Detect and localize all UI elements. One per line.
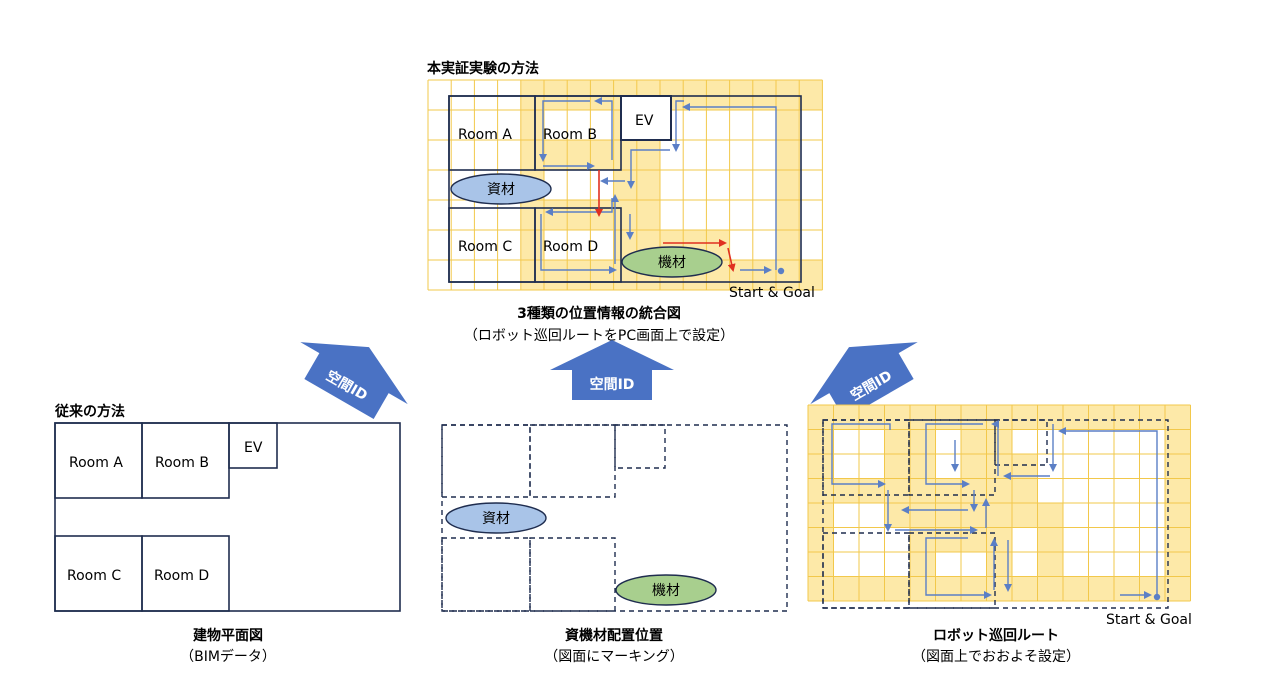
floor-plan-subtitle: （BIMデータ）: [180, 648, 276, 665]
right-patrol-route: [831, 420, 1158, 599]
top-highlight-cell: [776, 80, 800, 290]
left-ev-label: EV: [244, 440, 263, 456]
robot-route-subtitle: （図面上でおおよそ設定）: [912, 649, 1080, 665]
top-start-point: [777, 267, 785, 275]
middle-room-a-wall: [441, 424, 531, 498]
left-room-c-label: Room C: [67, 568, 121, 584]
right-highlight-cell: [1012, 454, 1038, 528]
top-machinery-label: 機材: [658, 255, 686, 271]
top-room-d-label: Room D: [543, 239, 598, 255]
robot-route-panel: Start & Goal ロボット巡回ルート （図面上でおおよそ設定）: [807, 404, 1192, 665]
top-highlight-cell: [520, 200, 637, 230]
middle-machinery-label: 機材: [652, 583, 680, 599]
middle-ev-wall: [614, 424, 666, 469]
floor-plan-title: 建物平面図: [193, 627, 263, 644]
middle-room-c-wall: [441, 537, 531, 612]
top-patrol-route: [539, 97, 777, 274]
right-grid-highlight: [808, 405, 1191, 601]
top-red-route: [595, 170, 736, 272]
top-materials-label: 資材: [487, 182, 515, 198]
right-grid: [807, 404, 1191, 602]
middle-room-b-wall: [529, 424, 616, 498]
spatial-id-label-middle: 空間ID: [590, 376, 635, 393]
equipment-position-title: 資機材配置位置: [565, 627, 663, 644]
robot-route-title: ロボット巡回ルート: [933, 628, 1059, 644]
top-materials-marker: [450, 173, 552, 205]
top-room-b-label: Room B: [543, 127, 597, 143]
middle-room-d-wall: [529, 537, 616, 612]
right-start-goal-label: Start & Goal: [1106, 612, 1192, 628]
top-machinery-marker: [621, 246, 723, 278]
top-room-c-label: Room C: [458, 239, 512, 255]
integrated-subtitle: （ロボット巡回ルートをPC画面上で設定）: [464, 328, 734, 344]
integrated-map-panel: 本実証実験の方法 Room A Room B EV Room C Room D: [427, 60, 823, 344]
top-ev-fill: [622, 97, 670, 139]
left-room-d-label: Room D: [154, 568, 209, 584]
top-ev-label: EV: [635, 113, 654, 129]
top-highlight-cell: [636, 140, 660, 230]
top-ev-wall: [620, 95, 672, 141]
middle-dashed-walls: [441, 424, 788, 612]
right-start-point: [1153, 593, 1161, 601]
integrated-heading: 本実証実験の方法: [427, 60, 539, 77]
equipment-position-panel: 資材 機材 資機材配置位置 （図面にマーキング）: [441, 424, 788, 665]
left-ev-wall: [228, 422, 278, 469]
left-room-b-label: Room B: [155, 455, 209, 471]
integrated-title: 3種類の位置情報の統合図: [517, 305, 681, 322]
conventional-heading: 従来の方法: [54, 403, 125, 420]
middle-machinery-marker: [615, 574, 717, 606]
middle-materials-label: 資材: [482, 511, 510, 527]
spatial-id-arrow-left: 空間ID: [300, 342, 408, 420]
right-highlight-cell: [1037, 503, 1063, 577]
left-room-a-label: Room A: [69, 455, 123, 471]
top-start-goal-label: Start & Goal: [729, 285, 815, 301]
equipment-position-subtitle: （図面にマーキング）: [544, 649, 684, 665]
middle-materials-marker: [445, 502, 547, 534]
left-room-d-wall: [141, 535, 230, 612]
right-ev-wall: [994, 419, 1048, 466]
right-highlight-cell: [808, 576, 1191, 601]
top-grid: [427, 79, 823, 291]
floor-plan-panel: 従来の方法 Room A Room B EV Room C Room D 建物平…: [54, 403, 401, 665]
left-floor-walls: [54, 422, 401, 612]
top-room-a-label: Room A: [458, 127, 512, 143]
top-room-d-wall: [534, 207, 622, 283]
top-floor-walls: [448, 95, 802, 283]
spatial-id-arrow-middle: 空間ID: [550, 340, 674, 400]
